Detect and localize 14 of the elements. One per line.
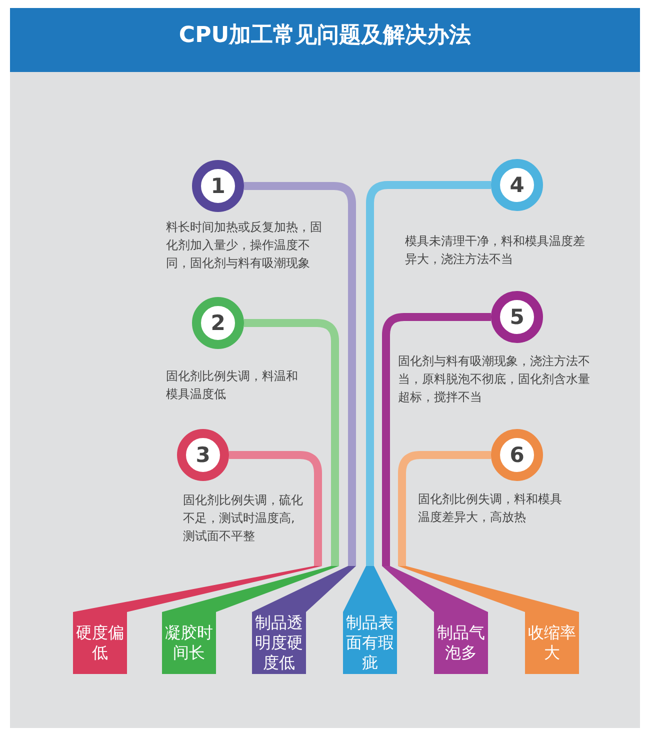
connector-line — [366, 181, 491, 566]
connector-line — [382, 313, 491, 566]
description-text: 料长时间加热或反复加热，固化剂加入量少，操作温度不同，固化剂与料有吸潮现象 — [166, 219, 323, 272]
connector-line — [229, 451, 322, 566]
description-text: 固化剂比例失调，硫化不足，测试时温度高,测试面不平整 — [183, 492, 303, 545]
connector-line — [398, 451, 491, 566]
description-text: 固化剂比例失调，料温和模具温度低 — [166, 368, 299, 403]
connector-line — [244, 182, 356, 566]
description-text: 固化剂比例失调，料和模具温度差异大，高放热 — [418, 491, 563, 526]
description-text: 固化剂与料有吸潮现象，浇注方法不当，原料脱泡不彻底，固化剂含水量超标，搅拌不当 — [398, 353, 591, 406]
description-text: 模具未清理干净，料和模具温度差异大，浇注方法不当 — [405, 233, 585, 268]
title: CPU加工常见问题及解决办法 — [178, 22, 472, 50]
problem-box: 制品表面有瑕疵 — [343, 566, 397, 674]
connector-line — [244, 319, 339, 566]
